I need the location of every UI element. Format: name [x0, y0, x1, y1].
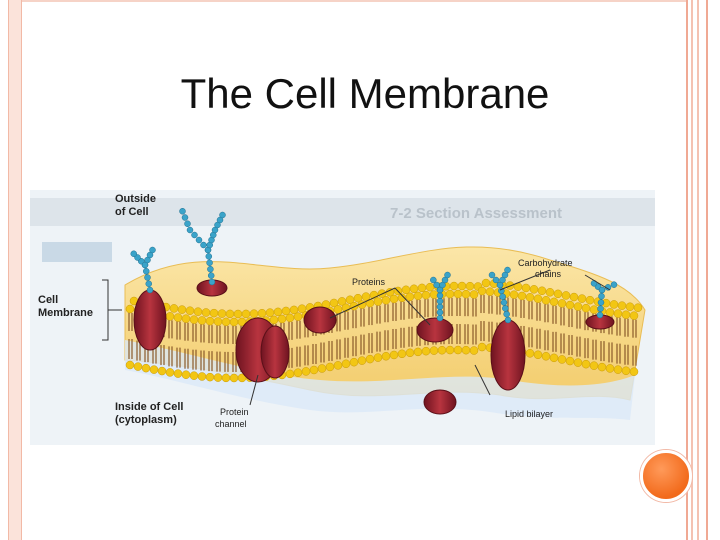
diagram-callouts: Proteins Carbohydrate chains Protein cha… [215, 258, 573, 429]
label-inside-line2: (cytoplasm) [115, 414, 177, 426]
label-proteins: Proteins [352, 277, 386, 287]
label-outside-line1: Outside [115, 193, 156, 205]
label-inside-line1: Inside of Cell [115, 401, 183, 413]
slide-title: The Cell Membrane [180, 70, 550, 117]
label-carbohydrate-line2: chains [535, 269, 562, 279]
membrane-illustration: 7-2 Section Assessment [30, 190, 655, 445]
carbohydrate-chains [130, 208, 618, 324]
label-cell-membrane-line1: Cell [38, 294, 58, 306]
label-outside-line2: of Cell [115, 206, 149, 218]
protein-channel [235, 317, 290, 383]
protein-middle [416, 317, 457, 415]
label-protein-channel-line1: Protein [220, 407, 249, 417]
protein-right [490, 319, 526, 391]
diagram-labels: Outside of Cell Cell Membrane Inside of … [38, 193, 183, 426]
cell-membrane-diagram: 7-2 Section Assessment [30, 190, 655, 445]
protein-left [133, 289, 167, 351]
label-protein-channel-line2: channel [215, 419, 247, 429]
slide-left-decoration [8, 0, 22, 540]
label-cell-membrane-line2: Membrane [38, 307, 93, 319]
slide-top-border [22, 0, 686, 2]
decorative-orange-circle [640, 450, 692, 502]
cytoplasm-shading [125, 340, 635, 420]
label-lipid-bilayer: Lipid bilayer [505, 409, 553, 419]
label-leader-lines [102, 269, 611, 406]
background-heading-bar [30, 198, 655, 226]
background-tab [42, 242, 112, 262]
background-heading: 7-2 Section Assessment [390, 205, 562, 222]
protein-small [303, 306, 337, 334]
slide-right-decoration [686, 0, 708, 540]
label-carbohydrate-line1: Carbohydrate [518, 258, 573, 268]
